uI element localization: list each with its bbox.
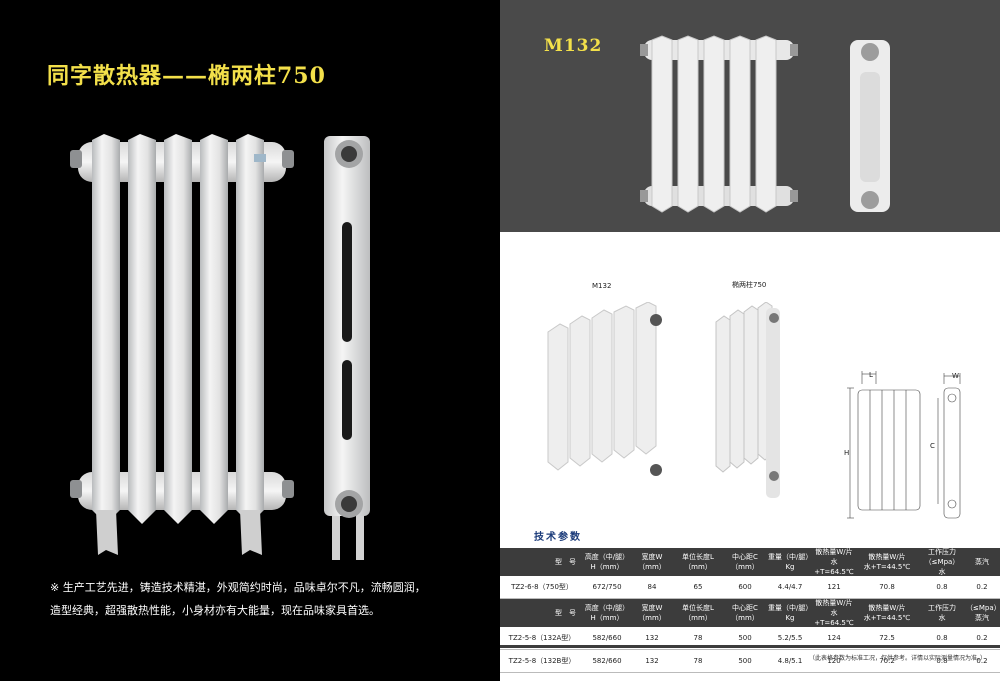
table-row: TZ2-5-8（132B型） 582/660 132 78 500 4.8/5.… bbox=[500, 650, 1000, 673]
m132-side-image bbox=[850, 40, 890, 212]
cell-water: 0.8 bbox=[936, 657, 948, 665]
oval-label: 椭两柱750 bbox=[732, 281, 767, 289]
label-C: C bbox=[930, 442, 935, 450]
right-bottom-panel: M132 椭两柱750 bbox=[500, 232, 1000, 681]
header-cell: 重量（中/腿）Kg bbox=[768, 553, 813, 571]
bottom-divider bbox=[500, 645, 1000, 648]
radiator-side-image bbox=[324, 136, 370, 560]
cell-model: TZ2-5-8（132A型） bbox=[508, 634, 576, 642]
cell-height: 582/660 bbox=[592, 634, 622, 642]
m132-front-image bbox=[640, 35, 798, 213]
cell-center: 500 bbox=[738, 657, 752, 665]
cell-weight: 4.8/5.1 bbox=[777, 657, 803, 665]
description-line-2: 造型经典，超强散热性能，小身材亦有大能量，现在品味家具首选。 bbox=[50, 604, 380, 617]
header-cell: （≤Mpa）蒸汽 bbox=[966, 604, 1000, 622]
cell-steam: 0.2 bbox=[976, 657, 988, 665]
table1-header: 型 号 高度（中/腿）H（mm） 宽度W（mm） 单位长度L（mm） 中心距C（… bbox=[500, 548, 1000, 576]
left-title: 同字散热器——椭两柱750 bbox=[47, 63, 326, 89]
table2-header: 型 号 高度（中/腿）H（mm） 宽度W（mm） 单位长度L（mm） 中心距C（… bbox=[500, 599, 1000, 627]
cell-weight: 5.2/5.5 bbox=[777, 634, 803, 642]
cell-height: 672/750 bbox=[592, 583, 622, 591]
cell-width: 132 bbox=[645, 657, 659, 665]
label-H: H bbox=[844, 449, 850, 457]
header-cell: 散热量W/片水+T=64.5℃ bbox=[814, 599, 854, 627]
header-cell: 散热量W/片水+T=44.5℃ bbox=[863, 604, 911, 622]
header-cell: 宽度W（mm） bbox=[638, 553, 666, 571]
right-title: M132 bbox=[544, 36, 603, 56]
header-cell: 中心距C（mm） bbox=[731, 553, 759, 571]
header-cell: 型 号 bbox=[555, 558, 576, 566]
cell-model: TZ2-5-8（132B型） bbox=[508, 657, 576, 665]
cell-heat-64: 121 bbox=[827, 583, 841, 591]
header-cell: 散热量W/片水+T=44.5℃ bbox=[863, 553, 911, 571]
cell-heat-44: 70.2 bbox=[879, 657, 895, 665]
header-cell: 散热量W/片水+T=64.5℃ bbox=[814, 548, 854, 576]
label-L: L bbox=[869, 371, 873, 379]
cell-width: 132 bbox=[645, 634, 659, 642]
cell-steam: 0.2 bbox=[976, 583, 988, 591]
cell-steam: 0.2 bbox=[976, 634, 988, 642]
header-cell: 型 号 bbox=[555, 609, 576, 617]
m132-label: M132 bbox=[592, 282, 612, 290]
spec-title: 技术参数 bbox=[534, 532, 582, 543]
left-description: ※ 生产工艺先进，铸造技术精湛，外观简约时尚，品味卓尔不凡，流畅圆润， 造型经典… bbox=[50, 576, 460, 622]
header-cell: 工作压力水 bbox=[928, 604, 956, 622]
cell-center: 600 bbox=[738, 583, 752, 591]
radiator-front-image bbox=[70, 134, 294, 555]
cell-center: 500 bbox=[738, 634, 752, 642]
table-row: TZ2-5-8（132A型） 582/660 132 78 500 5.2/5.… bbox=[500, 627, 1000, 650]
header-cell: 高度（中/腿）H（mm） bbox=[584, 604, 630, 622]
header-cell: 中心距C（mm） bbox=[731, 604, 759, 622]
label-W: W bbox=[952, 372, 959, 380]
cell-heat-64: 124 bbox=[827, 634, 841, 642]
table-row: TZ2-6-8（750型） 672/750 84 65 600 4.4/4.7 … bbox=[500, 576, 1000, 599]
description-line-1: ※ 生产工艺先进，铸造技术精湛，外观简约时尚，品味卓尔不凡，流畅圆润， bbox=[50, 581, 426, 594]
spec-table: 型 号 高度（中/腿）H（mm） 宽度W（mm） 单位长度L（mm） 中心距C（… bbox=[500, 548, 1000, 673]
technical-drawing bbox=[847, 371, 961, 519]
right-top-panel: M132 bbox=[500, 0, 1000, 232]
cell-length: 78 bbox=[693, 634, 703, 642]
header-cell: 蒸汽 bbox=[975, 558, 989, 566]
header-cell: 高度（中/腿）H（mm） bbox=[584, 553, 630, 571]
cell-heat-64: 120 bbox=[827, 657, 841, 665]
cell-length: 78 bbox=[693, 657, 703, 665]
cell-heat-44: 70.8 bbox=[879, 583, 895, 591]
cell-model: TZ2-6-8（750型） bbox=[511, 583, 573, 591]
cell-width: 84 bbox=[647, 583, 657, 591]
cell-height: 582/660 bbox=[592, 657, 622, 665]
oval-angled-image bbox=[715, 302, 780, 498]
header-cell: 单位长度L（mm） bbox=[682, 604, 714, 622]
cell-water: 0.8 bbox=[936, 634, 948, 642]
cell-weight: 4.4/4.7 bbox=[777, 583, 803, 591]
table-footnote: （此表格参数为标准工况，仅供参考。详情以实际测量情况为准。） bbox=[808, 655, 986, 662]
cell-water: 0.8 bbox=[936, 583, 948, 591]
header-cell: 重量（中/腿）Kg bbox=[768, 604, 813, 622]
header-cell: 单位长度L（mm） bbox=[682, 553, 714, 571]
header-cell: 工作压力（≤Mpa）水 bbox=[924, 548, 960, 576]
left-panel: 同字散热器——椭两柱750 bbox=[47, 63, 460, 622]
cell-length: 65 bbox=[693, 583, 703, 591]
header-cell: 宽度W（mm） bbox=[638, 604, 666, 622]
cell-heat-44: 72.5 bbox=[879, 634, 895, 642]
m132-angled-image bbox=[547, 302, 662, 476]
